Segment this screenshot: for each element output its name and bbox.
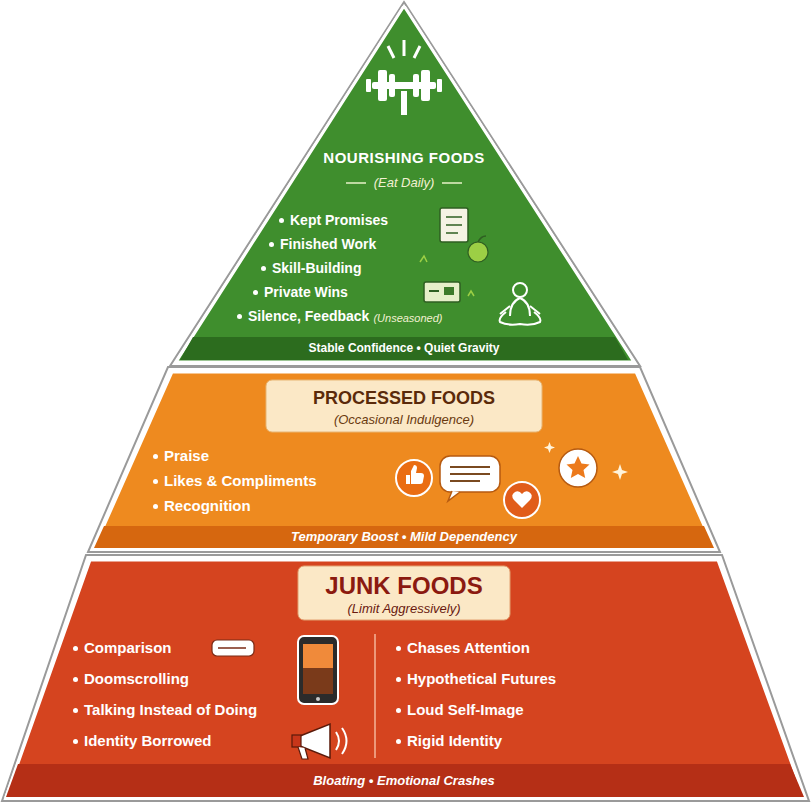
bullet-dot [153,504,158,509]
list-item: Chases Attention [407,639,530,656]
phone-icon [298,636,338,704]
tier-heading: JUNK FOODS [325,572,482,600]
bullet-dot [269,242,274,247]
bullet-dot [396,739,401,744]
dumbbell-icon [366,40,442,115]
list-item: Hypothetical Futures [407,670,556,687]
pyramid-bottom-band: JUNK FOODS (Limit Aggressively) Comparison… [4,558,806,799]
bullet-dot [73,739,78,744]
bullet-dot [73,708,78,713]
list-item: Identity Borrowed [84,732,212,749]
heart-bubble [504,482,540,518]
list-item: Loud Self-Image [407,701,524,718]
bullet-dot [253,290,258,295]
thumbs-up-bubble [396,460,432,496]
list-item: Recognition [164,497,251,514]
column-divider [374,634,376,758]
tier-footer: Stable Confidence • Quiet Gravity [309,342,500,356]
bullet-dot [237,314,242,319]
compare-bubble [212,640,254,656]
bullet-dot [153,454,158,459]
list-item: Silence, Feedback [248,308,369,324]
footer-strip [94,526,714,548]
bullet-dot [73,646,78,651]
tier-heading: PROCESSED FOODS [313,388,495,409]
bullet-dot [73,677,78,682]
bullet-dot [279,218,284,223]
speech-bubble [440,456,500,501]
list-item: Finished Work [280,236,376,252]
meditating-person-icon [500,283,541,325]
apple-icon [468,236,488,262]
tier-heading: NOURISHING FOODS [323,149,484,166]
tier-subtitle: (Occasional Indulgence) [334,413,474,428]
list-item: Comparison [84,639,172,656]
pyramid-middle-band: PROCESSED FOODS (Occasional Indulgence) Pr… [92,370,720,550]
bullet-dot [153,479,158,484]
tier-subtitle: (Limit Aggressively) [348,602,461,617]
list-item: Doomscrolling [84,670,189,687]
tier-label-box [266,380,542,432]
tier-label-box [298,566,510,620]
item-note: (Unseasoned) [373,312,442,325]
list-item: Private Wins [264,284,348,300]
megaphone-icon [292,724,347,759]
footer-strip [180,337,628,360]
tier-subtitle: (Eat Daily) [374,176,435,191]
list-item: Talking Instead of Doing [84,701,257,718]
bullet-dot [396,646,401,651]
tier-footer: Bloating • Emotional Crashes [313,774,495,789]
star-bubble [559,449,597,487]
bullet-dot [396,677,401,682]
list-item: Skill-Building [272,260,361,276]
list-item: Praise [164,447,209,464]
pyramid-top-band: NOURISHING FOODS (Eat Daily) Kept Promises… [176,6,636,362]
footer-strip [6,764,804,797]
bullet-dot [261,266,266,271]
bullet-dot [396,708,401,713]
list-item: Rigid Identity [407,732,502,749]
checklist-icon [440,208,468,242]
notebook-icon [424,282,460,302]
list-item: Likes & Compliments [164,472,317,489]
tier-footer: Temporary Boost • Mild Dependency [291,530,517,545]
list-item: Kept Promises [290,212,388,228]
